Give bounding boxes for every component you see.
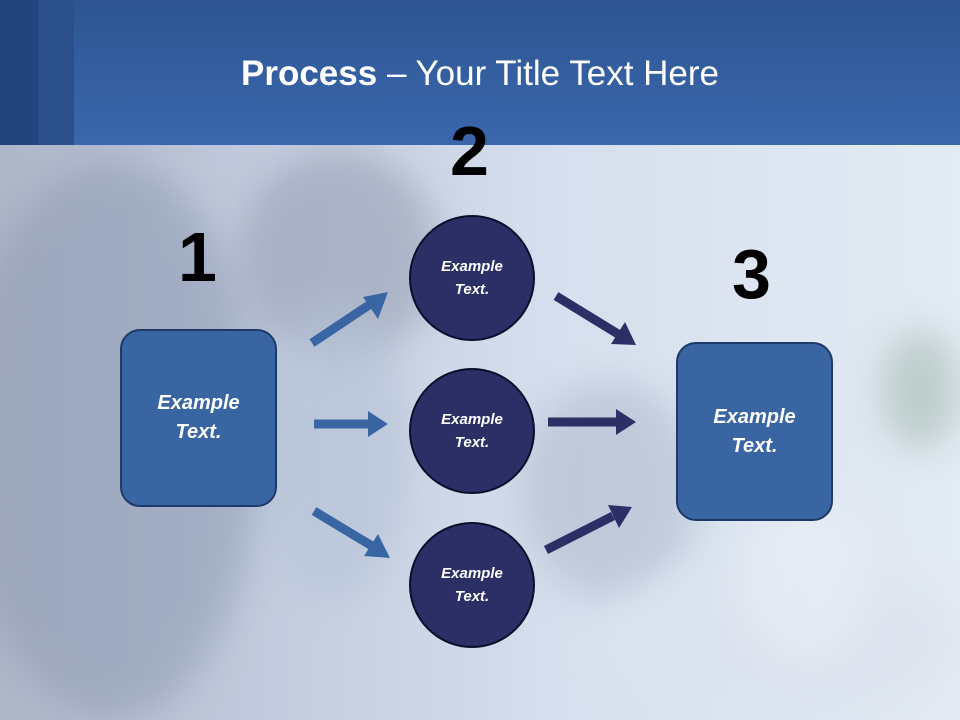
step-1-box: Example Text. (120, 329, 277, 507)
header-stripe (38, 0, 74, 145)
circle-text: Example Text. (441, 411, 503, 451)
step-number-3: 3 (732, 235, 771, 313)
step-3-text: Example Text. (713, 405, 796, 457)
header-band (0, 0, 960, 145)
step-number-1: 1 (178, 218, 217, 296)
title-bold: Process (241, 54, 378, 93)
header-stripe (0, 0, 38, 145)
arrow-icon (543, 505, 632, 555)
arrow-icon (548, 409, 636, 435)
slide-title: Process – Your Title Text Here (0, 52, 960, 96)
circle-text: Example Text. (441, 258, 503, 298)
step-2-circle-middle: Example Text. (409, 368, 535, 494)
arrow-icon (309, 292, 388, 347)
arrow-icon (553, 292, 636, 345)
arrow-icon (314, 411, 388, 437)
arrow-icon (311, 507, 390, 558)
step-3-box: Example Text. (676, 342, 833, 521)
step-1-text: Example Text. (157, 392, 240, 443)
step-2-circle-top: Example Text. (409, 215, 535, 341)
title-rest: – Your Title Text Here (377, 54, 719, 93)
circle-text: Example Text. (441, 565, 503, 605)
step-number-2: 2 (450, 112, 489, 190)
step-2-circle-bottom: Example Text. (409, 522, 535, 648)
